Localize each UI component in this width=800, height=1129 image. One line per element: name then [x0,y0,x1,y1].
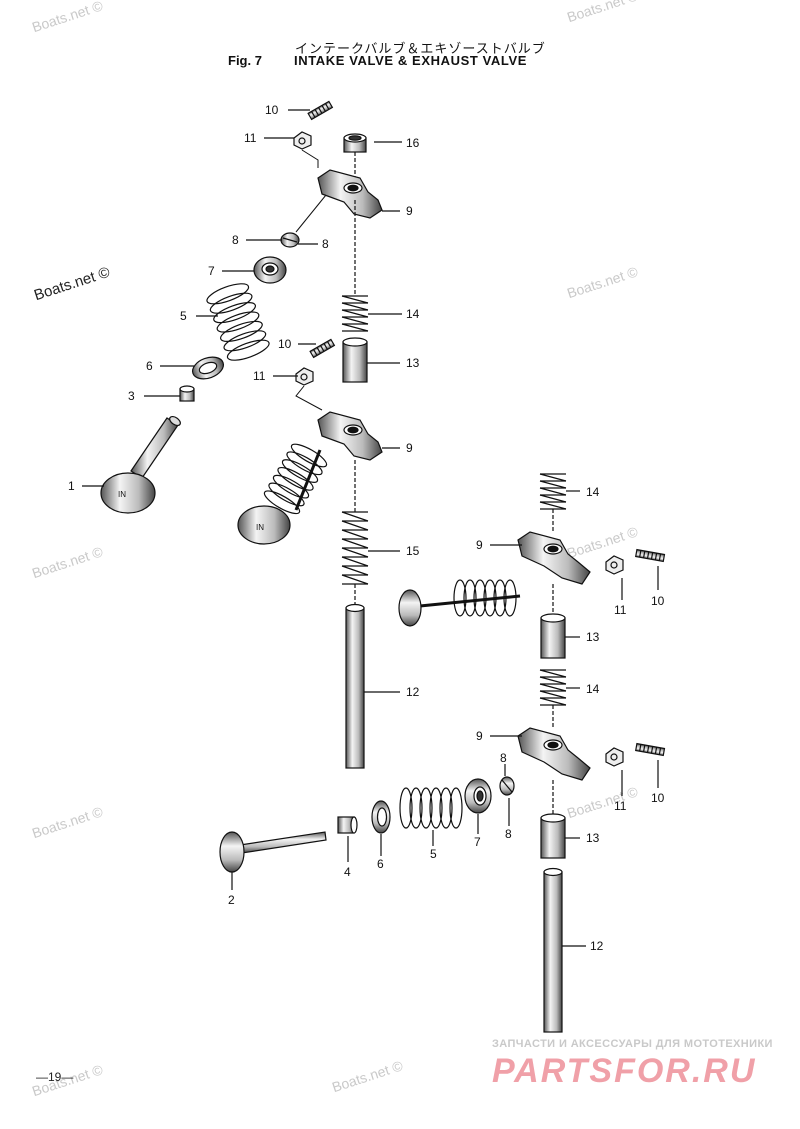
lock-nut [605,747,624,767]
spring-retainer [464,778,492,814]
exhaust-valve [219,831,327,873]
valve-spring [206,283,270,361]
part-label: 6 [377,857,384,871]
part-label: 7 [474,835,481,849]
part-label: 13 [586,630,600,644]
title-japanese: インテークバルブ＆エキゾーストバルブ [295,42,546,57]
part-label: 9 [406,441,413,455]
assembled-valve [237,443,328,545]
part-label: 7 [208,264,215,278]
part-label: 8 [232,233,239,247]
stem-seal [337,816,358,834]
part-label: 11 [614,799,627,813]
adjusting-screw [307,100,334,121]
adjusting-screw [634,548,666,563]
part-label: 10 [265,103,279,117]
intake-valve [100,415,181,514]
part-label: 14 [586,485,600,499]
part-label: 10 [278,337,292,351]
title-english: INTAKE VALVE & EXHAUST VALVE [294,53,528,68]
part-label: 11 [244,131,257,145]
part-label: 2 [228,893,235,907]
figure-number: Fig. 7 [228,53,262,68]
part-label: 8 [505,827,512,841]
part-label: 14 [586,682,600,696]
lock-nut [295,367,314,386]
rocker-arm [317,169,383,219]
part-label: 8 [322,237,329,251]
part-label: 11 [253,369,266,383]
rocker-spring [539,669,567,706]
assembled-valve [398,579,521,627]
part-label: 5 [430,847,437,861]
collar [343,133,367,153]
part-label: 10 [651,594,665,608]
part-label: 6 [146,359,153,373]
part-label: 12 [406,685,420,699]
valve-mark: IN [118,490,126,499]
lock-nut [605,555,624,575]
part-label: 4 [344,865,351,879]
part-label: 14 [406,307,420,321]
bushing [342,337,368,383]
spring-seat [191,356,225,380]
adjusting-screw [309,338,336,359]
rocker-arm [317,411,383,461]
part-label: 13 [586,831,600,845]
part-label: 5 [180,309,187,323]
valve-cotter [280,232,300,248]
stem-seal [179,385,195,402]
valve-cotter [499,776,515,796]
part-label: 9 [476,538,483,552]
push-rod [543,867,563,1033]
brand-logo: PARTSFOR.RU [492,1052,757,1090]
part-label: 13 [406,356,420,370]
long-spring [341,511,369,585]
valve-mark: IN [256,523,264,532]
spring-seat [371,800,391,834]
bushing [540,813,566,859]
lock-nut [293,131,312,150]
push-rod [345,603,365,769]
rocker-spring [539,473,567,510]
part-label: 11 [614,603,627,617]
rocker-spring [341,295,369,332]
part-label: 10 [651,791,665,805]
adjusting-screw [634,742,666,757]
part-label: 12 [590,939,604,953]
part-label: 1 [68,479,75,493]
brand-tagline: ЗАПЧАСТИ И АКСЕССУАРЫ ДЛЯ МОТОТЕХНИКИ [492,1038,773,1050]
part-label: 16 [406,136,420,150]
rocker-arm [517,727,591,781]
valve-spring [399,787,463,829]
part-label: 15 [406,544,420,558]
part-label: 9 [406,204,413,218]
part-label: 8 [500,751,507,765]
bushing [540,613,566,659]
part-label: 3 [128,389,135,403]
part-label: 9 [476,729,483,743]
spring-retainer [253,256,287,284]
page-number: —19— [36,1070,74,1084]
rocker-arm [517,531,591,585]
